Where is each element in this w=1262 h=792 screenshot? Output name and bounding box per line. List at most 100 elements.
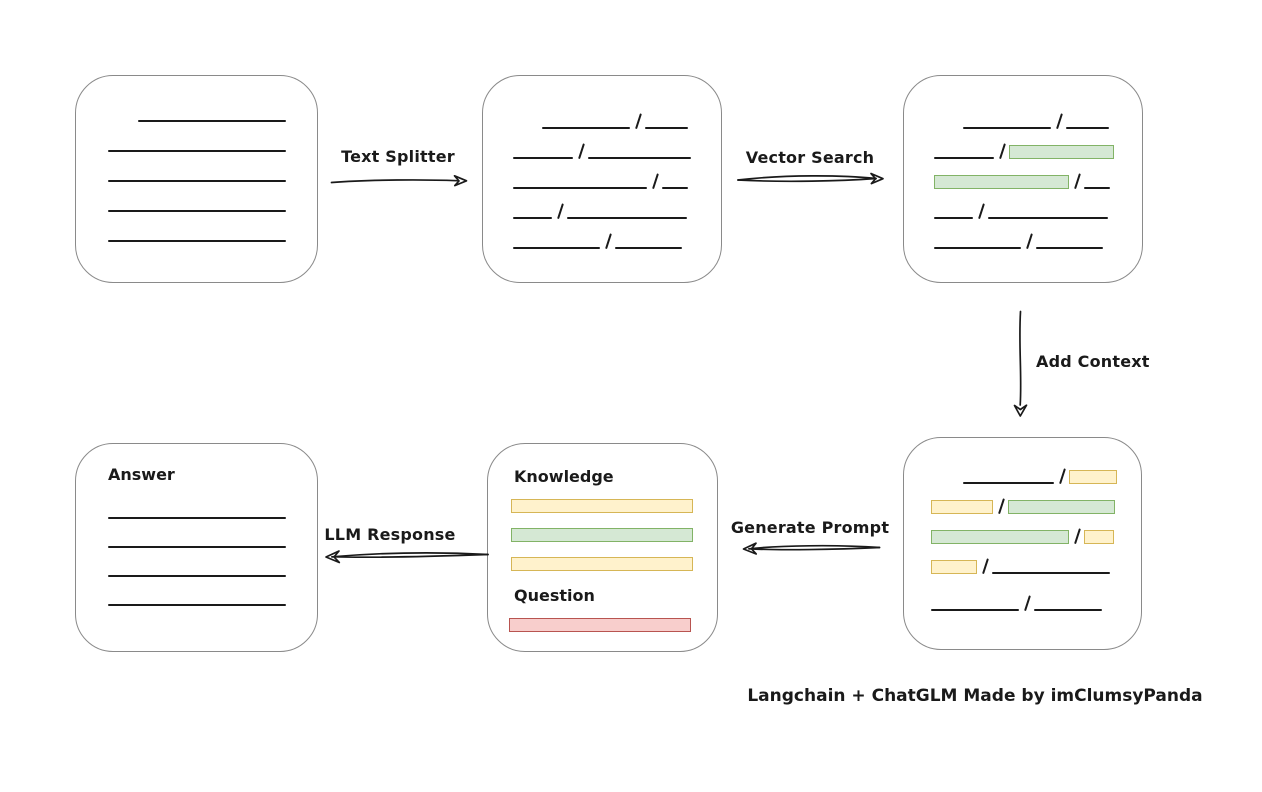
text-line — [934, 157, 994, 159]
source-document-box — [75, 75, 318, 283]
text-line — [108, 150, 286, 152]
text-line — [108, 517, 286, 519]
chunk-row — [934, 129, 1142, 160]
text-line — [108, 604, 286, 606]
knowledge-bars — [488, 444, 717, 571]
chunk-row — [108, 152, 317, 182]
text-line — [931, 609, 1019, 611]
chunk-row — [511, 542, 717, 571]
text-splitter-arrow — [330, 174, 468, 187]
text-line — [1036, 247, 1103, 249]
slash-separator — [635, 113, 642, 130]
generate-prompt-arrow — [742, 542, 881, 555]
yellow-highlight-chunk — [1084, 530, 1114, 544]
chunk-row — [513, 99, 721, 130]
text-line — [963, 482, 1054, 484]
add-context-arrow — [1013, 310, 1028, 417]
chunk-row — [511, 513, 717, 542]
chunk-row — [108, 212, 317, 242]
text-line — [615, 247, 682, 249]
vector-search-arrow — [737, 172, 884, 185]
llm-response-label: LLM Response — [324, 525, 456, 544]
slash-separator — [999, 143, 1006, 160]
slash-separator — [1056, 113, 1063, 130]
chunk-row — [511, 484, 717, 513]
green-highlight-chunk — [1008, 500, 1115, 514]
vector-matches-box — [903, 75, 1143, 283]
text-line — [108, 546, 286, 548]
chunk-row — [934, 219, 1142, 250]
green-highlight-chunk — [931, 530, 1069, 544]
slash-separator — [557, 203, 564, 220]
chunk-row — [934, 189, 1142, 220]
text-line — [988, 217, 1108, 219]
vector-matches-rows — [904, 76, 1142, 250]
text-line — [567, 217, 687, 219]
context-chunks-box — [903, 437, 1142, 650]
add-context-label: Add Context — [1036, 352, 1150, 371]
yellow-highlight-chunk — [511, 499, 693, 513]
chunk-row — [108, 548, 317, 577]
slash-separator — [998, 498, 1005, 515]
answer-lines — [76, 444, 317, 606]
chunk-row — [509, 603, 717, 632]
answer-label: Answer — [108, 465, 175, 484]
text-line — [645, 127, 688, 129]
text-line — [513, 157, 573, 159]
slash-separator — [578, 143, 585, 160]
split-text-rows — [483, 76, 721, 250]
question-label: Question — [514, 586, 595, 605]
green-highlight-chunk — [1009, 145, 1114, 159]
red-highlight-chunk — [509, 618, 691, 632]
text-line — [513, 187, 647, 189]
text-line — [542, 127, 630, 129]
chunk-row — [934, 159, 1142, 190]
text-line — [108, 240, 286, 242]
slash-separator — [652, 173, 659, 190]
text-line — [108, 210, 286, 212]
text-line — [992, 572, 1110, 574]
chunk-row — [931, 454, 1141, 485]
text-line — [662, 187, 688, 189]
yellow-highlight-chunk — [931, 560, 977, 574]
text-line — [934, 247, 1021, 249]
document-lines — [76, 76, 317, 242]
text-line — [588, 157, 691, 159]
llm-response-arrow — [325, 550, 489, 564]
context-chunks-rows — [904, 438, 1141, 612]
slash-separator — [978, 203, 985, 220]
text-splitter-label: Text Splitter — [341, 147, 455, 166]
text-line — [1066, 127, 1109, 129]
chunk-row — [513, 189, 721, 220]
slash-separator — [1059, 468, 1066, 485]
slash-separator — [1074, 173, 1081, 190]
chunk-row — [513, 219, 721, 250]
vector-search-label: Vector Search — [745, 148, 875, 167]
text-line — [138, 120, 286, 122]
text-line — [513, 217, 552, 219]
yellow-highlight-chunk — [511, 557, 693, 571]
knowledge-label: Knowledge — [514, 467, 614, 486]
text-line — [1084, 187, 1110, 189]
chunk-row — [931, 484, 1141, 515]
chunk-row — [108, 122, 317, 152]
chunk-row — [931, 581, 1141, 612]
text-line — [108, 575, 286, 577]
answer-box: Answer — [75, 443, 318, 652]
text-line — [934, 217, 973, 219]
chunk-row — [108, 490, 317, 519]
slash-separator — [982, 558, 989, 575]
split-text-box — [482, 75, 722, 283]
credit-text: Langchain + ChatGLM Made by imClumsyPand… — [747, 686, 1203, 706]
prompt-box: Knowledge Question — [487, 443, 718, 652]
slash-separator — [1026, 233, 1033, 250]
green-highlight-chunk — [511, 528, 693, 542]
chunk-row — [513, 129, 721, 160]
chunk-row — [513, 159, 721, 190]
green-highlight-chunk — [934, 175, 1069, 189]
chunk-row — [931, 514, 1141, 545]
slash-separator — [605, 233, 612, 250]
chunk-row — [108, 182, 317, 212]
text-line — [108, 180, 286, 182]
